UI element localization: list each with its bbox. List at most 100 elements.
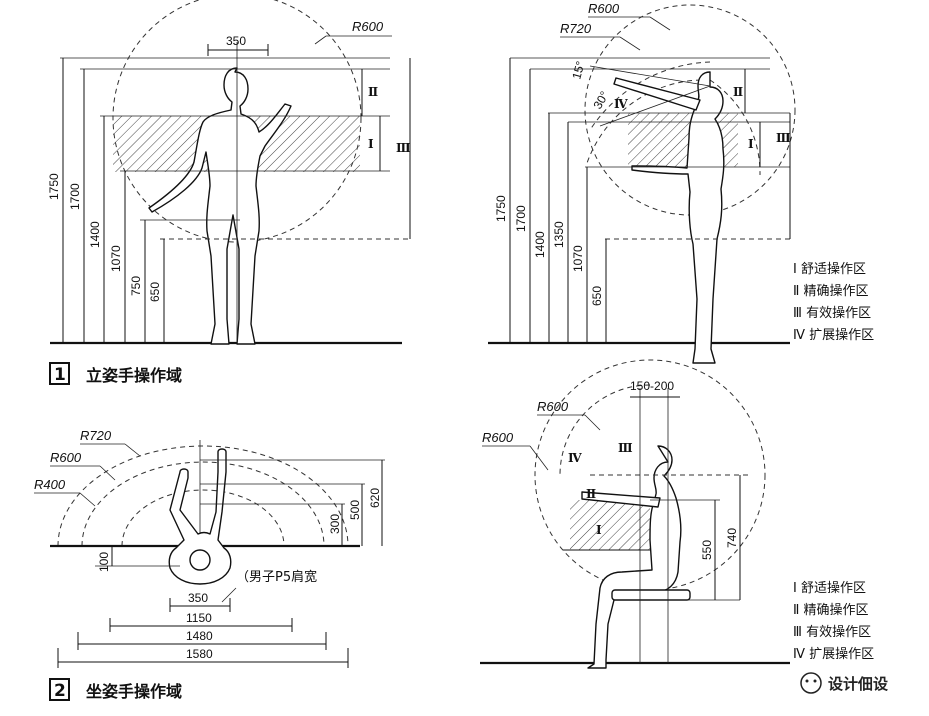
leader-side-r600-tail — [649, 16, 671, 31]
zone-label-side-ii: Ⅱ — [733, 85, 743, 99]
panel-seated-top: R720 R600 R400 620 500 300 100 （男子P5肩宽 3… — [34, 428, 385, 668]
caption-1-text: 立姿手操作域 — [86, 366, 182, 385]
legend-top-row-2: Ⅱ 精确操作区 — [793, 283, 869, 299]
arc-seated-inner — [559, 384, 651, 476]
arc-r600-side — [585, 79, 711, 167]
angle-15: 15° — [569, 59, 587, 80]
zone-label-iii: Ⅲ — [396, 141, 411, 155]
dim-side-650: 650 — [590, 286, 604, 306]
human-figure-seated — [587, 445, 682, 669]
human-figure-top — [168, 448, 232, 585]
shoulder-note-leader — [221, 587, 237, 603]
leader-side-r720-tail — [619, 36, 641, 51]
leader-seated-r600-a-tail — [584, 414, 601, 431]
dim-width-1150: 1150 — [186, 611, 212, 625]
watermark-text: 设计佃设 — [828, 675, 888, 693]
label-top-r600: R600 — [50, 450, 82, 465]
leader-top-r720-tail — [124, 443, 141, 457]
dim-top-300: 300 — [328, 514, 342, 534]
zone-seated-iv: Ⅳ — [568, 451, 582, 465]
caption-2-text: 坐姿手操作域 — [86, 682, 182, 701]
label-seated-r600-a: R600 — [537, 399, 569, 414]
caption-1-box — [49, 362, 70, 385]
dim-150-200: 150-200 — [630, 379, 674, 393]
dim-1070: 1070 — [109, 245, 123, 272]
dim-width-350: 350 — [226, 34, 246, 48]
head-top — [189, 549, 211, 571]
dim-1750: 1750 — [47, 173, 61, 200]
zone-label-ii: Ⅱ — [368, 85, 378, 99]
legend-bottom-row-3: Ⅲ 有效操作区 — [793, 624, 871, 640]
wechat-icon-eye-l — [805, 679, 809, 683]
label-r600: R600 — [352, 19, 384, 34]
zone-label-side-iii: Ⅲ — [776, 131, 791, 145]
arc-top-r600 — [81, 461, 325, 547]
label-top-r720: R720 — [80, 428, 112, 443]
legend-bottom-row-2: Ⅱ 精确操作区 — [793, 602, 869, 618]
legend-bottom-row-4: Ⅳ 扩展操作区 — [793, 646, 874, 662]
arc-back-side — [709, 79, 761, 176]
angle-line-30 — [599, 85, 711, 127]
dim-1400: 1400 — [88, 221, 102, 248]
zone-label-side-i: Ⅰ — [748, 137, 754, 151]
caption-1: 1 立姿手操作域 — [49, 362, 182, 385]
arm-reaching-seated — [581, 491, 661, 508]
dim-side-1070: 1070 — [571, 245, 585, 272]
angle-line-15 — [589, 65, 711, 87]
dim-side-1700: 1700 — [514, 205, 528, 232]
leader-seated-r600-b-tail — [529, 445, 549, 471]
caption-2-box — [49, 678, 70, 701]
dim-750: 750 — [129, 276, 143, 296]
label-top-r400: R400 — [34, 477, 66, 492]
label-seated-r600-b: R600 — [482, 430, 514, 445]
zone-seated-ii: Ⅱ — [586, 487, 596, 501]
dim-top-620: 620 — [368, 488, 382, 508]
panel-seated-side: 550 740 150-200 R600 R600 Ⅳ Ⅲ Ⅱ Ⅰ Ⅰ 舒适操作… — [480, 359, 874, 669]
legend-top-row-3: Ⅲ 有效操作区 — [793, 305, 871, 321]
panel-standing-front: 1750 1700 1400 1070 750 650 350 R600 Ⅱ Ⅰ… — [47, 0, 411, 345]
dim-side-1750: 1750 — [494, 195, 508, 222]
watermark: 设计佃设 — [800, 672, 888, 694]
legend-bottom-row-1: Ⅰ 舒适操作区 — [793, 580, 866, 596]
caption-2-number: 2 — [54, 681, 66, 701]
shoulder-note: （男子P5肩宽 — [236, 569, 317, 585]
arc-top-r720 — [57, 445, 349, 547]
leader-top-r400-tail — [79, 492, 96, 507]
leader-top-r600-tail — [99, 465, 116, 481]
caption-2: 2 坐姿手操作域 — [49, 678, 182, 701]
dim-top-100: 100 — [97, 552, 111, 572]
zone-label-i: Ⅰ — [368, 137, 374, 151]
legend-bottom: Ⅰ 舒适操作区 Ⅱ 精确操作区 Ⅲ 有效操作区 Ⅳ 扩展操作区 — [793, 580, 874, 662]
arc-seated-outer — [534, 359, 766, 591]
angle-30: 30° — [590, 89, 611, 112]
dim-seated-550: 550 — [700, 540, 714, 560]
label-side-r720: R720 — [560, 21, 592, 36]
seat — [611, 589, 691, 601]
zone-seated-iii: Ⅲ — [618, 441, 633, 455]
dim-top-500: 500 — [348, 500, 362, 520]
seated-hatch — [570, 500, 650, 550]
wechat-icon-eye-r — [813, 679, 817, 683]
zone-label-side-iv: Ⅳ — [614, 97, 628, 111]
dim-1700: 1700 — [68, 183, 82, 210]
dim-width-1480: 1480 — [186, 629, 213, 643]
caption-1-number: 1 — [54, 365, 66, 385]
dim-side-1400: 1400 — [533, 231, 547, 258]
human-figure-front — [148, 67, 292, 345]
legend-top-row-4: Ⅳ 扩展操作区 — [793, 327, 874, 343]
legend-top: Ⅰ 舒适操作区 Ⅱ 精确操作区 Ⅲ 有效操作区 Ⅳ 扩展操作区 — [793, 261, 874, 343]
dim-seated-740: 740 — [725, 528, 739, 548]
zone-seated-i: Ⅰ — [596, 523, 602, 537]
dim-width-350-top: 350 — [188, 591, 208, 605]
wechat-icon — [800, 672, 822, 694]
legend-top-row-1: Ⅰ 舒适操作区 — [793, 261, 866, 277]
leader-r600-tail — [314, 35, 327, 45]
label-side-r600: R600 — [588, 1, 620, 16]
dim-side-1350: 1350 — [552, 221, 566, 248]
arm-raised-side — [613, 77, 701, 111]
dim-width-1580: 1580 — [186, 647, 213, 661]
dim-650: 650 — [148, 282, 162, 302]
panel-standing-side: 1750 1700 1400 1350 1070 650 R600 R720 1… — [488, 1, 874, 364]
arc-top-r400 — [121, 489, 285, 547]
